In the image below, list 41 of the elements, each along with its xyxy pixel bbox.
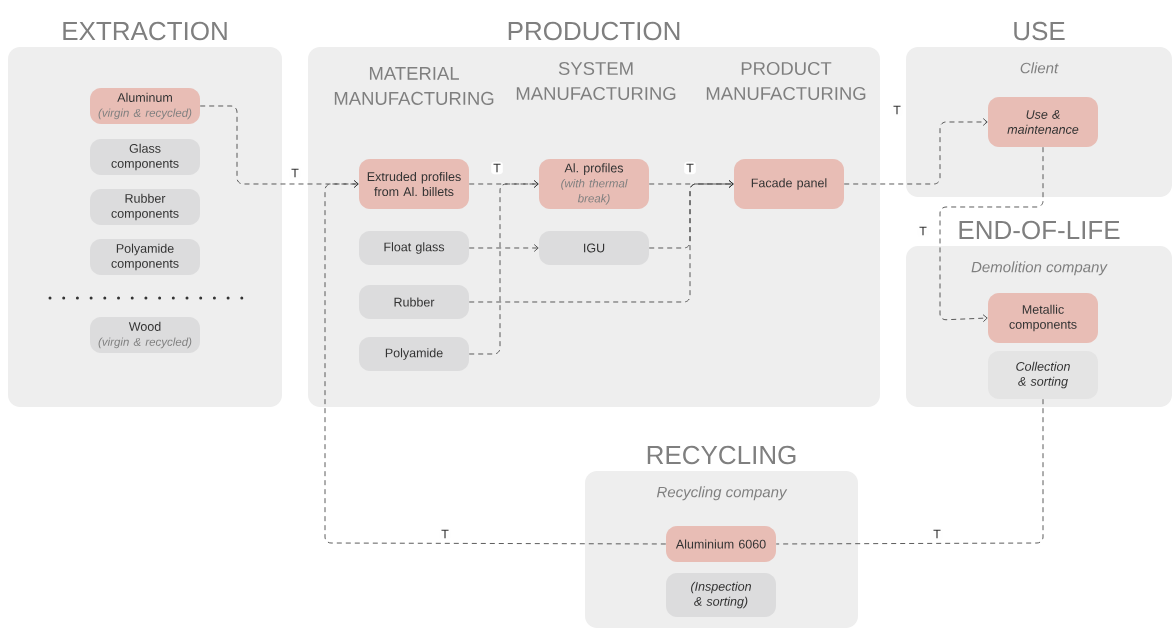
node-label: EXTRACTION <box>63 21 227 41</box>
edge-label: T <box>917 224 929 238</box>
arrow <box>468 180 539 355</box>
column-heading: PRODUCT MANUFACTURING <box>706 61 866 101</box>
arrow <box>199 105 359 188</box>
process-box: (Inspection & sorting) <box>666 573 776 617</box>
column-heading: SYSTEM MANUFACTURING <box>516 61 676 101</box>
process-box: Al. profiles (with thermal break) <box>539 159 649 209</box>
process-box: Wood (virgin & recycled) <box>90 317 200 353</box>
edge-label: T <box>289 166 301 180</box>
process-box: Float glass <box>359 231 469 265</box>
process-box: Polyamide <box>359 337 469 371</box>
edge-label: T <box>684 161 696 175</box>
node-label: PRODUCTION <box>508 21 680 41</box>
edge-label: T <box>891 103 903 117</box>
process-box: Glass components <box>90 139 200 175</box>
node-label: END-OF-LIFE <box>959 220 1120 240</box>
arrow <box>324 180 667 545</box>
process-box: Polyamide components <box>90 239 200 275</box>
node-label: USE <box>1014 21 1065 41</box>
arrow <box>843 118 988 185</box>
node-label: RECYCLING <box>647 445 796 465</box>
process-box: Rubber components <box>90 189 200 225</box>
process-box: Aluminium 6060 <box>666 526 776 562</box>
arrow <box>468 244 539 252</box>
arrow <box>648 180 734 249</box>
process-box: Use & maintenance <box>988 97 1098 147</box>
process-box: Aluminum (virgin & recycled) <box>90 88 200 124</box>
process-box: Facade panel <box>734 159 844 209</box>
edge-label: T <box>931 527 943 541</box>
edge-label: T <box>491 161 503 175</box>
column-heading: MATERIAL MANUFACTURING <box>334 67 494 105</box>
process-box: Extruded profiles from Al. billets <box>359 159 469 209</box>
arrow <box>939 146 1044 323</box>
process-box: Rubber <box>359 285 469 319</box>
process-box: IGU <box>539 231 649 265</box>
arrow <box>648 180 734 188</box>
process-box: Metallic components <box>988 293 1098 343</box>
edge-label: T <box>439 527 451 541</box>
arrow <box>468 180 539 188</box>
process-box: Collection & sorting <box>988 351 1098 399</box>
